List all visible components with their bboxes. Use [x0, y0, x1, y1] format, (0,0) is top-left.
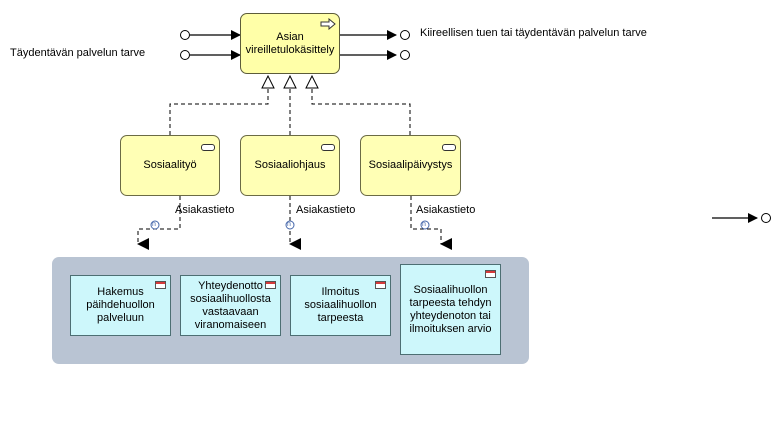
- document-icon: [265, 281, 276, 289]
- role-sosiaalityo[interactable]: Sosiaalityö: [120, 135, 220, 196]
- role-icon: [442, 144, 456, 151]
- input-connector-2[interactable]: [180, 50, 241, 60]
- document-label: Ilmoitus sosiaalihuollon tarpeesta: [304, 286, 377, 324]
- document-yhteydenoton-arvio[interactable]: Sosiaalihuollon tarpeesta tehdyn yhteyde…: [400, 264, 501, 355]
- role-label: Sosiaalipäivystys: [368, 159, 453, 171]
- flow-sosiaaliohjaus[interactable]: [285, 196, 301, 250]
- flow-sosiaalityo[interactable]: [137, 196, 181, 250]
- role-icon: [321, 144, 335, 151]
- loose-output-connector[interactable]: [712, 213, 771, 223]
- document-icon: [485, 270, 496, 278]
- output-connector-2[interactable]: [340, 50, 410, 60]
- realization-triangles: [261, 74, 319, 89]
- flow-label-2: Asiakastieto: [296, 204, 356, 216]
- output-label: Kiireellisen tuen tai täydentävän palvel…: [420, 27, 647, 39]
- output-connector-1[interactable]: [340, 30, 410, 40]
- process-label: Asian vireilletulokäsittely: [245, 30, 335, 56]
- document-icon: [375, 281, 386, 289]
- process-asian-vireilletulokasittely[interactable]: Asian vireilletulokäsittely: [240, 13, 340, 74]
- flow-cardinality-3: n: [422, 221, 426, 228]
- document-yhteydenotto[interactable]: Yhteydenotto sosiaalihuollosta vastaavaa…: [180, 275, 281, 336]
- input-connector-1[interactable]: [180, 30, 241, 40]
- document-icon: [155, 281, 166, 289]
- role-sosiaalipaivystys[interactable]: Sosiaalipäivystys: [360, 135, 461, 196]
- flow-label-3: Asiakastieto: [416, 204, 476, 216]
- document-label: Sosiaalihuollon tarpeesta tehdyn yhteyde…: [409, 283, 492, 335]
- document-label: Yhteydenotto sosiaalihuollosta vastaavaa…: [190, 279, 271, 331]
- role-label: Sosiaalityö: [143, 159, 197, 171]
- role-sosiaaliohjaus[interactable]: Sosiaaliohjaus: [240, 135, 340, 196]
- document-hakemus-paihdehuollon-palveluun[interactable]: Hakemus päihdehuollon palveluun: [70, 275, 171, 336]
- input-label: Täydentävän palvelun tarve: [10, 47, 146, 59]
- flow-sosiaalipaivystys[interactable]: [410, 196, 452, 250]
- flow-cardinality-1: n: [152, 221, 156, 228]
- process-arrow-icon: [320, 18, 336, 30]
- role-icon: [201, 144, 215, 151]
- document-ilmoitus-sosiaalihuollon-tarpeesta[interactable]: Ilmoitus sosiaalihuollon tarpeesta: [290, 275, 391, 336]
- document-label: Hakemus päihdehuollon palveluun: [86, 286, 155, 324]
- role-process-connectors: [169, 88, 411, 135]
- flow-label-1: Asiakastieto: [175, 204, 235, 216]
- role-label: Sosiaaliohjaus: [254, 159, 326, 171]
- flow-cardinality-2: n: [287, 221, 291, 228]
